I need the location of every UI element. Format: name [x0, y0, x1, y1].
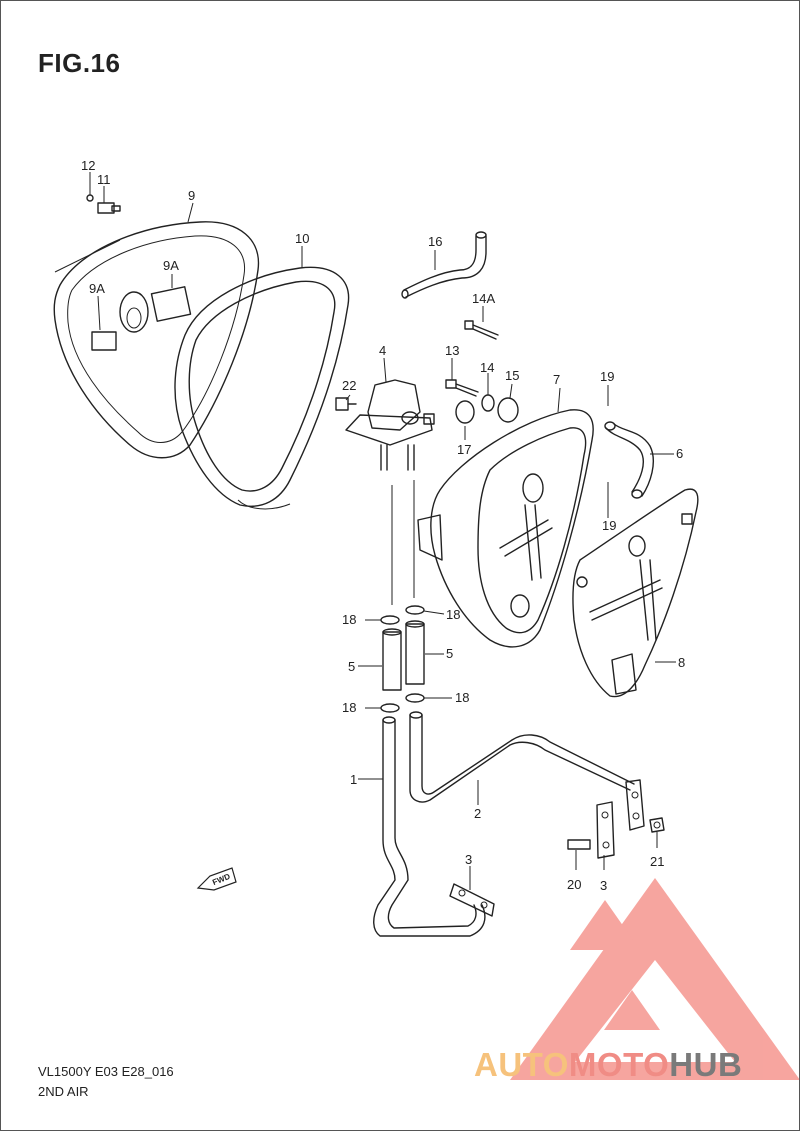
forward-arrow-icon: FWD	[196, 867, 237, 891]
callout-3-second: 3	[600, 878, 607, 893]
seal-ring-part	[174, 266, 350, 510]
outer-cover-part	[53, 221, 260, 459]
callout-13: 13	[445, 343, 459, 358]
leader-lines	[89, 172, 676, 890]
watermark-logo-icon	[510, 878, 800, 1080]
mounting-hardware-part	[445, 379, 519, 424]
callout-8: 8	[678, 655, 685, 670]
watermark-auto: AUTO	[474, 1046, 569, 1083]
callout-labels: 12 11 9 10 9A 9A 16 14A 4 13 14 15 7 19 …	[81, 158, 685, 893]
callout-18-second: 18	[446, 607, 460, 622]
callout-6: 6	[676, 446, 683, 461]
clamps-and-hoses-part	[380, 480, 425, 713]
cover-plate-part	[572, 488, 699, 698]
callout-15: 15	[505, 368, 519, 383]
callout-18-fourth: 18	[455, 690, 469, 705]
callout-12: 12	[81, 158, 95, 173]
callout-14a: 14A	[472, 291, 495, 306]
callout-9a-second: 9A	[89, 281, 105, 296]
callout-1: 1	[350, 772, 357, 787]
callout-5: 5	[348, 659, 355, 674]
callout-19-second: 19	[602, 518, 616, 533]
callout-5-second: 5	[446, 646, 453, 661]
callout-3: 3	[465, 852, 472, 867]
figure-title: FIG.16	[38, 48, 121, 78]
callout-11: 11	[97, 172, 111, 187]
watermark-brand-text: AUTOMOTOHUB	[474, 1046, 742, 1084]
control-valve-part	[335, 379, 435, 471]
callout-10: 10	[295, 231, 309, 246]
watermark-moto: MOTO	[568, 1046, 670, 1083]
callout-2: 2	[474, 806, 481, 821]
callout-16: 16	[428, 234, 442, 249]
callout-7: 7	[553, 372, 560, 387]
callout-4: 4	[379, 343, 386, 358]
hose-6-part	[604, 421, 654, 499]
watermark-hub: HUB	[669, 1046, 743, 1083]
pipe-1-part	[373, 716, 486, 937]
callout-21: 21	[650, 854, 664, 869]
pipe-2-part	[409, 711, 645, 831]
callout-17: 17	[457, 442, 471, 457]
callout-9: 9	[188, 188, 195, 203]
callout-20: 20	[567, 877, 581, 892]
callout-19: 19	[600, 369, 614, 384]
bracket-housing-part	[417, 409, 594, 648]
model-code: VL1500Y E03 E28_016	[38, 1064, 174, 1079]
callout-14: 14	[480, 360, 494, 375]
vacuum-hose-part	[401, 231, 487, 299]
callout-18: 18	[342, 612, 356, 627]
bolt-14a-part	[464, 320, 499, 340]
callout-22: 22	[342, 378, 356, 393]
section-name: 2ND AIR	[38, 1084, 89, 1099]
callout-9a: 9A	[163, 258, 179, 273]
gaskets-and-fasteners-part	[449, 801, 665, 917]
callout-18-third: 18	[342, 700, 356, 715]
